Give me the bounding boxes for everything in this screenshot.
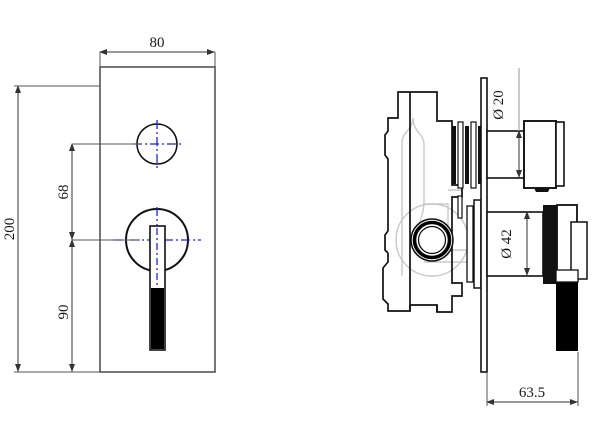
dimension-diameter-42: Ø 42 [499, 211, 530, 276]
outlet-port [410, 218, 454, 262]
wall-plate [480, 77, 488, 373]
outlet-port-ring [412, 220, 452, 260]
cartridge-washer-5 [478, 126, 482, 184]
dimension-label-80: 80 [150, 35, 165, 51]
cartridge-washer-3 [465, 126, 469, 184]
outlet-port-bore [417, 225, 447, 255]
front-view: 80 200 68 90 [2, 35, 216, 373]
cartridge-washer-2 [457, 121, 464, 189]
mixer-lever-neck [555, 269, 579, 283]
cartridge-washer-4 [470, 121, 477, 189]
dimension-68: 68 [56, 143, 140, 241]
mixer-knob-cap [570, 221, 588, 280]
dimension-label-200: 200 [2, 218, 18, 241]
side-view: Ø 20 Ø 42 63.5 [382, 68, 588, 406]
mixer-collar-stub [457, 195, 463, 219]
dimension-height-200: 200 [2, 85, 100, 373]
dimension-width-80: 80 [99, 35, 216, 70]
dimension-diameter-20: Ø 20 [491, 68, 522, 178]
diverter-cartridge-stack [452, 121, 482, 189]
lever-handle-black-section [151, 288, 164, 349]
dimension-label-68: 68 [56, 185, 72, 200]
mixer-collar-2 [473, 199, 482, 289]
diverter-knob-notch [534, 188, 550, 192]
diverter-knob-body [523, 120, 557, 189]
dimension-label-d20: Ø 20 [491, 90, 507, 120]
dimension-label-90: 90 [56, 305, 72, 320]
dimension-label-d42: Ø 42 [499, 229, 515, 259]
diverter-knob-cap [555, 121, 565, 187]
dimension-90: 90 [56, 239, 75, 372]
wall-plate-outline [480, 77, 488, 373]
dimension-label-63-5: 63.5 [519, 385, 545, 401]
mixer-lever-black [556, 279, 578, 351]
cartridge-washer-1 [452, 126, 456, 184]
mixer-spindle [486, 211, 544, 277]
mixer-knob-shoulder [543, 205, 557, 284]
mixer-collar-1 [466, 205, 474, 283]
dimension-depth-63-5: 63.5 [486, 352, 579, 406]
diverter-spindle-assembly [486, 120, 565, 192]
diverter-knob [133, 120, 181, 168]
diverter-spindle [486, 130, 525, 179]
mixer-spindle-assembly [486, 204, 588, 351]
lever-handle [149, 225, 166, 351]
